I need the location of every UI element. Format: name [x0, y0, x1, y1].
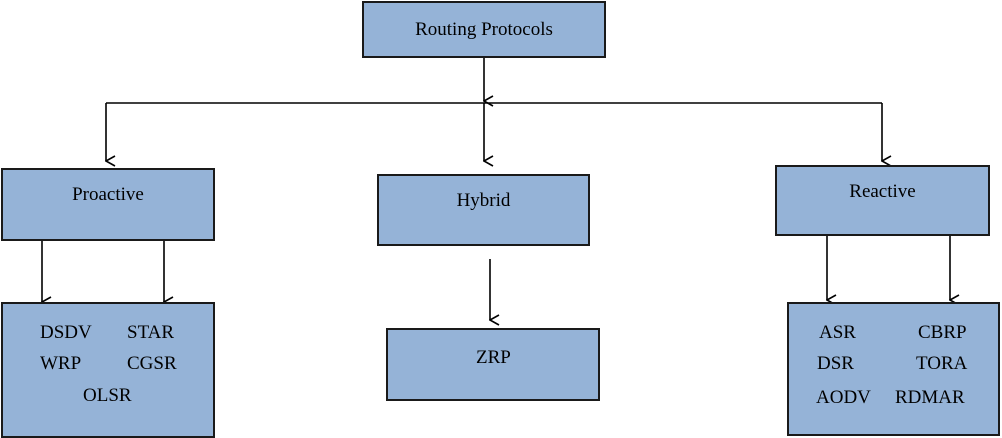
leaf-node-reactive-protocols: ASR CBRP DSR TORA AODV RDMAR: [787, 302, 1000, 436]
protocol-aodv: AODV: [816, 387, 871, 408]
category-node-reactive: Reactive: [775, 165, 990, 236]
protocol-zrp: ZRP: [476, 347, 511, 368]
leaf-node-hybrid-protocols: ZRP: [386, 328, 600, 401]
category-node-hybrid: Hybrid: [377, 174, 590, 246]
protocol-cbrp: CBRP: [918, 322, 967, 343]
root-node-routing-protocols: Routing Protocols: [362, 1, 606, 58]
root-label: Routing Protocols: [415, 18, 553, 40]
protocol-dsr: DSR: [817, 353, 854, 374]
category-label-proactive: Proactive: [72, 183, 144, 205]
protocol-wrp: WRP: [40, 353, 82, 374]
category-node-proactive: Proactive: [1, 168, 215, 241]
protocol-olsr: OLSR: [83, 385, 132, 406]
protocol-dsdv: DSDV: [40, 322, 92, 343]
protocol-asr: ASR: [819, 322, 856, 343]
protocol-tora: TORA: [916, 353, 968, 374]
category-label-hybrid: Hybrid: [456, 190, 511, 211]
protocol-rdmar: RDMAR: [895, 387, 965, 408]
protocol-star: STAR: [127, 322, 175, 343]
leaf-node-proactive-protocols: DSDV STAR WRP CGSR OLSR: [1, 302, 215, 438]
category-label-reactive: Reactive: [849, 180, 916, 202]
protocol-cgsr: CGSR: [127, 353, 177, 374]
